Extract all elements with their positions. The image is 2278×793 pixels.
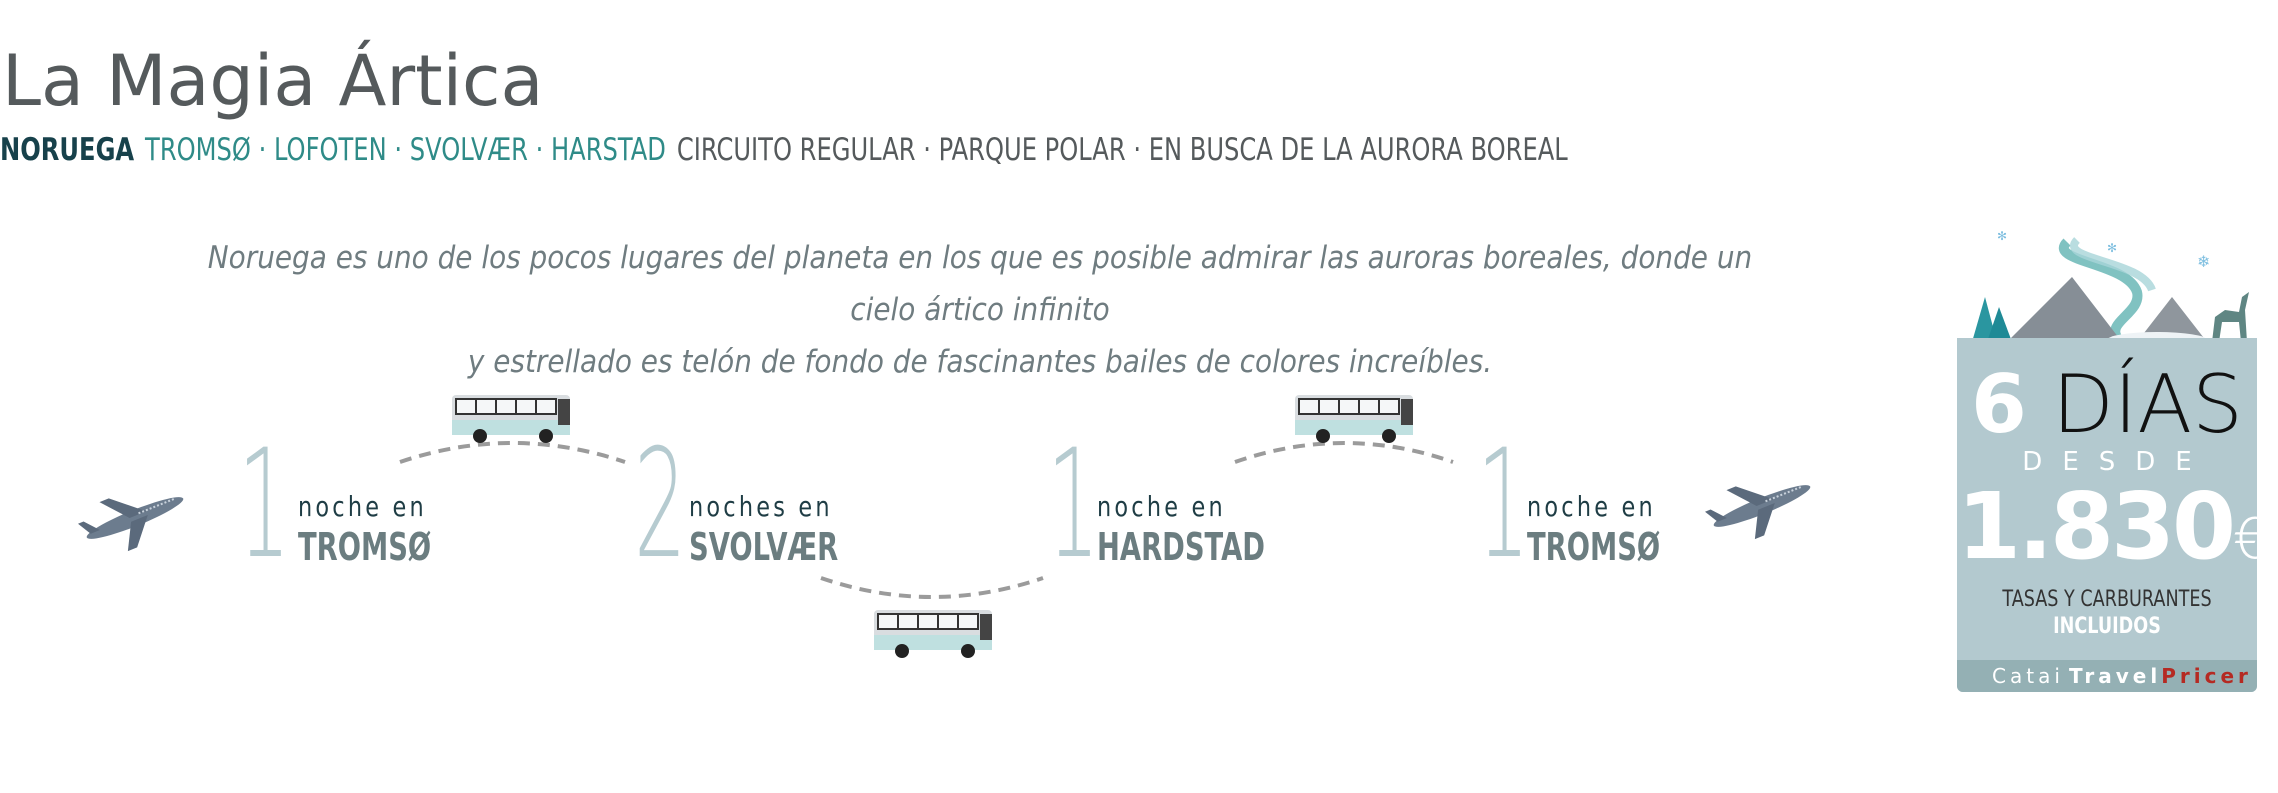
airplane-icon — [1705, 485, 1811, 540]
stop-4: noche en TROMSØ — [1527, 490, 1712, 569]
page-title: La Magia Ártica — [2, 40, 544, 122]
price: 1.830€ — [1957, 472, 2257, 595]
bus-icon — [1295, 395, 1413, 443]
stop-1: noche en TROMSØ — [298, 490, 483, 569]
days-number: 6 — [1971, 358, 2027, 451]
stop-1-label: noche en — [298, 490, 427, 523]
days-word: DÍAS — [2052, 358, 2243, 451]
route-arc — [820, 576, 1044, 599]
price-box: 6 DÍAS DESDE 1.830€ TASAS Y CARBURANTES … — [1957, 342, 2257, 692]
stop-2-nights: 2 — [634, 418, 687, 592]
stop-4-city: TROMSØ — [1527, 525, 1661, 569]
included-label: INCLUIDOS — [2053, 614, 2161, 639]
aurora-landscape-illustration: ✻ ✻ ❄ — [1957, 229, 2257, 348]
airplane-icon — [78, 497, 184, 552]
places: TROMSØ · LOFOTEN · SVOLVÆR · HARSTAD — [145, 132, 666, 168]
stop-2-label: noches en — [689, 490, 833, 523]
stop-1-nights: 1 — [238, 418, 291, 592]
currency: € — [2233, 507, 2257, 572]
stop-2: noches en SVOLVÆR — [689, 490, 896, 569]
stop-3: noche en HARDSTAD — [1097, 490, 1330, 569]
svg-text:❄: ❄ — [2197, 252, 2210, 271]
bus-icon — [452, 395, 570, 443]
duration: 6 DÍAS — [1957, 360, 2257, 450]
brand-pricer: Pricer — [2161, 664, 2252, 688]
svg-text:✻: ✻ — [1997, 229, 2007, 243]
stop-3-nights: 1 — [1047, 418, 1100, 592]
brand-footer: Catai TravelPricer — [1957, 660, 2257, 692]
taxes-label: TASAS Y CARBURANTES — [2002, 587, 2212, 612]
route-arc — [399, 441, 626, 464]
description-line-1: Noruega es uno de los pocos lugares del … — [207, 240, 1753, 328]
stop-3-label: noche en — [1097, 490, 1226, 523]
route-arc — [1234, 441, 1454, 464]
price-panel: ✻ ✻ ❄ 6 DÍAS DESDE 1.830€ TASAS Y CARBUR… — [1957, 222, 2257, 692]
from-label: DESDE — [2022, 447, 2212, 477]
svg-text:✻: ✻ — [2107, 241, 2117, 255]
country: NORUEGA — [0, 132, 135, 168]
description-line-2: y estrellado es telón de fondo de fascin… — [467, 344, 1493, 380]
stop-4-nights: 1 — [1477, 418, 1530, 592]
bus-icon — [874, 610, 992, 658]
description: Noruega es uno de los pocos lugares del … — [206, 232, 1754, 388]
price-value: 1.830 — [1957, 473, 2236, 580]
stop-2-city: SVOLVÆR — [689, 525, 839, 569]
stop-3-city: HARDSTAD — [1097, 525, 1265, 569]
stop-1-city: TROMSØ — [298, 525, 432, 569]
stop-4-label: noche en — [1527, 490, 1656, 523]
subtitle: NORUEGA TROMSØ · LOFOTEN · SVOLVÆR · HARS… — [0, 132, 1568, 168]
tour-tags: CIRCUITO REGULAR · PARQUE POLAR · EN BUS… — [676, 132, 1568, 168]
brand-catai: Catai — [1992, 664, 2064, 688]
brand-travel: Travel — [2068, 664, 2162, 688]
